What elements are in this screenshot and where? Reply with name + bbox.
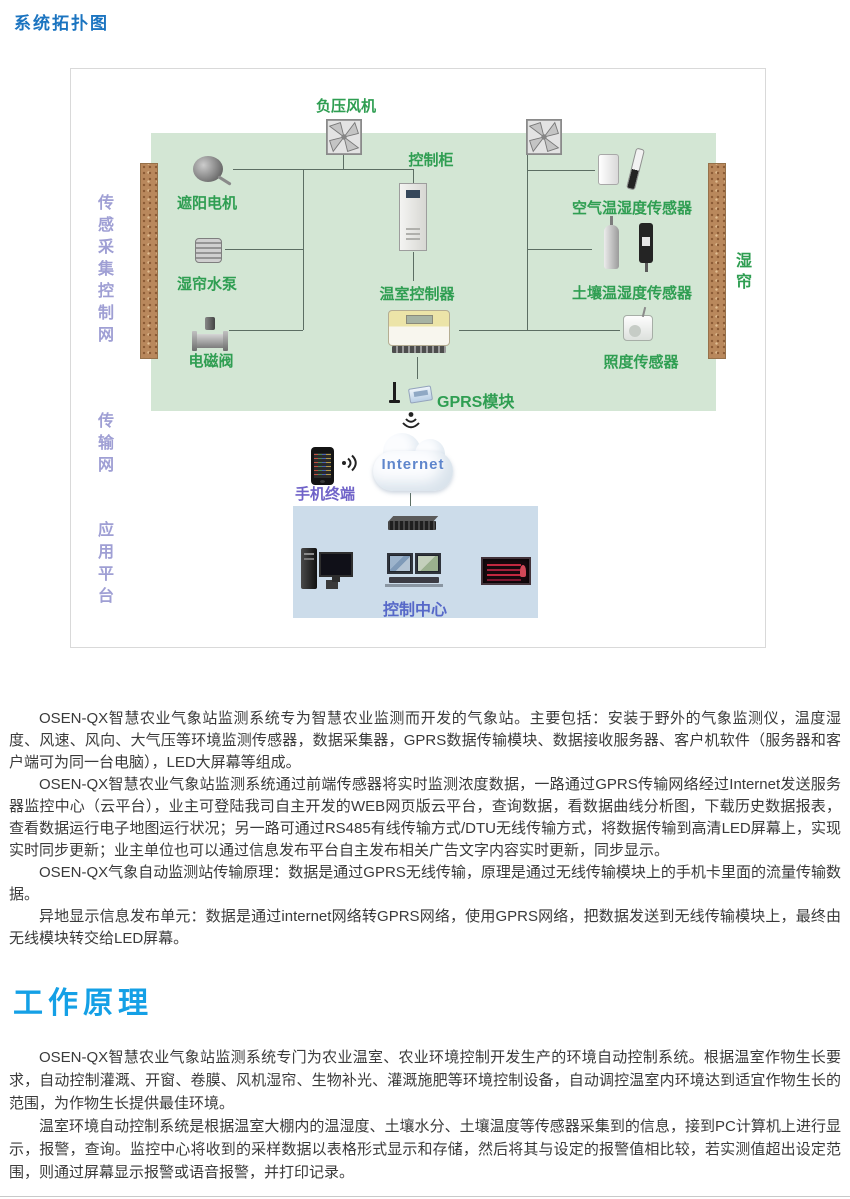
working-principle-title: 工作原理: [13, 987, 153, 1020]
air-sensor-label: 空气温湿度传感器: [571, 200, 692, 217]
zone-label-application-platform: 应用平台: [95, 521, 112, 609]
soil-sensor-label: 土壤温湿度传感器: [571, 285, 692, 302]
fan-label: 负压风机: [315, 98, 376, 115]
desktop-pc-monitor-icon: [319, 552, 353, 582]
negative-pressure-fan-icon: [326, 119, 362, 155]
wet-curtain-label: 湿帘: [733, 252, 750, 294]
mobile-phone-icon: [311, 447, 334, 485]
paragraph-monitoring-alarm: 温室环境自动控制系统是根据温室大棚内的温湿度、土壤水分、土壤温度等传感器采集到的…: [9, 1118, 841, 1181]
working-principle-text-block: OSEN-QX智慧农业气象站监测系统专门为农业温室、农业环境控制开发生产的环境自…: [0, 1046, 850, 1184]
control-center-label: 控制中心: [382, 602, 447, 619]
connector-line: [527, 153, 528, 170]
switch-front: [388, 521, 436, 530]
valve-pipe: [195, 334, 225, 348]
shade-motor-icon: [193, 156, 223, 182]
connector-line: [527, 170, 595, 171]
internet-label: Internet: [381, 456, 445, 473]
connector-line: [417, 357, 418, 379]
connector-line: [343, 153, 344, 169]
connector-line: [233, 169, 413, 170]
wet-curtain-pump-icon: [195, 238, 222, 263]
soil-sensor-icon: [604, 216, 619, 269]
paragraph-remote-display: 异地显示信息发布单元：数据是通过internet网络转GPRS网络，使用GPRS…: [9, 908, 841, 947]
connector-line: [303, 169, 304, 330]
wet-curtain-pump-label: 湿帘水泵: [176, 276, 237, 293]
page-title: 系统拓扑图: [14, 14, 109, 33]
zone-label-transmission-network: 传输网: [95, 412, 112, 478]
valve-flange: [223, 331, 228, 351]
paragraph-transmission-principle: OSEN-QX气象自动监测站传输原理：数据是通过GPRS无线传输，原理是通过无线…: [9, 864, 841, 903]
phone-screen: [314, 453, 331, 478]
paragraph-overview: OSEN-QX智慧农业气象站监测系统专为智慧农业监测而开发的气象站。主要包括：安…: [9, 710, 841, 771]
led-screen-icon: [481, 557, 531, 585]
workstation-screen: [418, 556, 438, 571]
light-sensor-label: 照度传感器: [603, 354, 679, 371]
mobile-terminal-label: 手机终端: [294, 486, 355, 503]
workstation-keyboard-icon: [389, 577, 439, 583]
bottom-divider: [0, 1196, 850, 1197]
gprs-antenna-icon: [389, 382, 400, 403]
control-cabinet-label: 控制柜: [408, 152, 454, 169]
gprs-module-label: GPRS模块: [437, 394, 515, 411]
connector-line: [410, 493, 411, 518]
workstation-monitor-icon: [415, 553, 441, 574]
greenhouse-controller-icon: [388, 310, 450, 353]
wireless-waves-icon: [402, 412, 420, 429]
topology-diagram: 传感采集控制网 传输网 应用平台 湿帘 负压风机 控制柜 遮阳电机 湿帘水泵: [70, 68, 766, 648]
zone-label-sensing-network: 传感采集控制网: [95, 194, 112, 348]
connector-line: [413, 169, 414, 183]
connector-line: [527, 170, 528, 330]
shade-motor-label: 遮阳电机: [176, 195, 237, 212]
paragraph-data-flow: OSEN-QX智慧农业气象站监测系统通过前端传感器将实时监测浓度数据，一路通过G…: [9, 776, 841, 859]
controller-ports: [392, 346, 446, 353]
connector-line: [527, 249, 592, 250]
workstation-screen: [390, 556, 410, 571]
workstation-base: [385, 584, 443, 587]
greenhouse-area: [151, 133, 716, 411]
air-sensor-icon: [598, 154, 619, 185]
greenhouse-controller-label: 温室控制器: [379, 286, 455, 303]
network-switch-icon: [388, 516, 439, 530]
exhaust-fan-icon: [526, 119, 562, 155]
solenoid-valve-icon: [192, 317, 228, 351]
soil-sensor-dark-icon: [639, 223, 653, 272]
intro-text-block: OSEN-QX智慧农业气象站监测系统专为智慧农业监测而开发的气象站。主要包括：安…: [0, 708, 850, 950]
connector-line: [225, 249, 303, 250]
desktop-pc-tower-icon: [301, 548, 317, 589]
cloud-base: [373, 451, 453, 491]
wet-curtain-left-bar: [140, 163, 158, 359]
wet-curtain-right-bar: [708, 163, 726, 359]
solenoid-valve-label: 电磁阀: [188, 353, 234, 370]
controller-screen: [406, 315, 433, 324]
workstation-monitor-icon: [387, 553, 413, 574]
valve-stem: [205, 317, 215, 330]
control-cabinet-icon: [399, 183, 427, 251]
internet-cloud-icon: Internet: [373, 433, 453, 493]
light-sensor-icon: [623, 315, 653, 341]
connector-line: [459, 330, 620, 331]
valve-flange: [192, 331, 197, 351]
connector-line: [229, 330, 303, 331]
paragraph-auto-control: OSEN-QX智慧农业气象站监测系统专门为农业温室、农业环境控制开发生产的环境自…: [9, 1049, 841, 1112]
connector-line: [413, 252, 414, 281]
signal-waves-icon: [342, 454, 357, 472]
